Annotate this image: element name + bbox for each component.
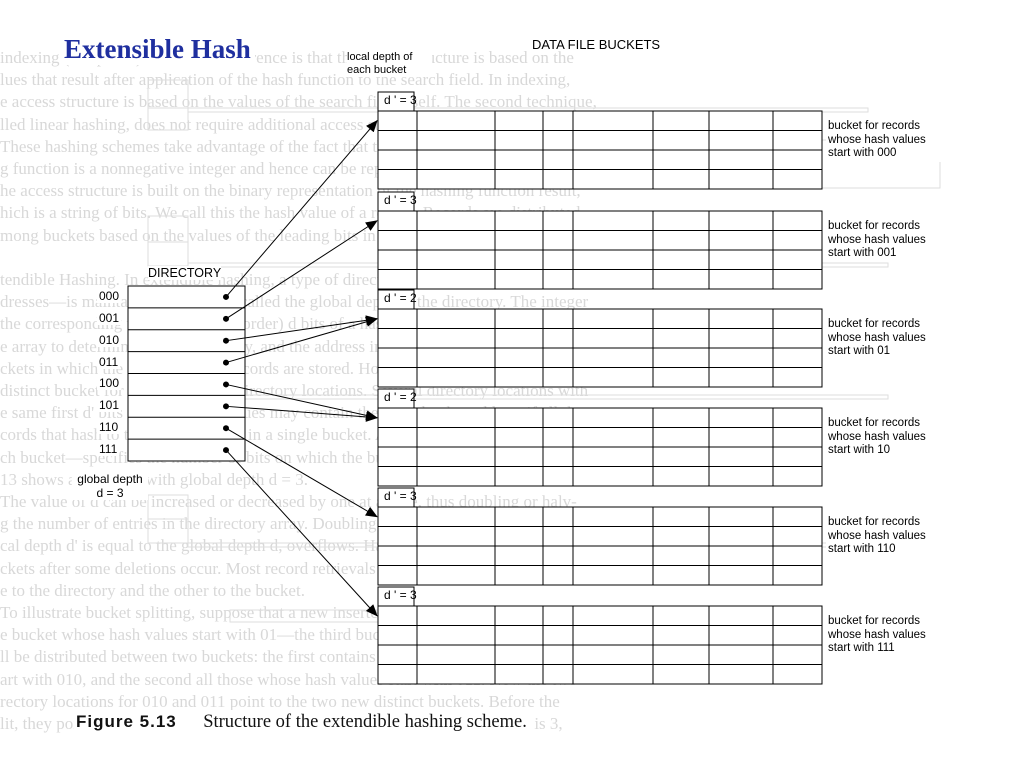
bucket-description-line: whose hash values xyxy=(828,133,926,146)
background-faint-box xyxy=(147,241,189,267)
figure-caption: Figure 5.13 Structure of the extendible … xyxy=(74,710,533,735)
directory-array xyxy=(127,285,246,462)
figure-caption-text: Structure of the extendible hashing sche… xyxy=(203,712,527,732)
background-faint-box xyxy=(147,107,189,131)
directory-pointer-arrow xyxy=(225,383,378,421)
directory-entry-100: 100 xyxy=(97,376,122,391)
bucket-1-local-depth: d ' = 3 xyxy=(384,93,417,107)
background-faint-box xyxy=(147,215,189,243)
bucket-5 xyxy=(377,487,823,586)
background-faint-box xyxy=(147,79,189,109)
bucket-3 xyxy=(377,289,823,388)
bucket-4 xyxy=(377,388,823,487)
directory-pointer-arrow xyxy=(225,315,378,342)
bucket-2-local-depth: d ' = 3 xyxy=(384,193,417,207)
directory-pointer-arrow xyxy=(225,449,378,617)
directory-entry-111: 111 xyxy=(97,442,120,457)
background-text-line: e to the directory and the other to the … xyxy=(0,580,305,600)
bucket-description-line: bucket for records xyxy=(828,220,921,232)
directory-pointer-arrow xyxy=(225,119,378,298)
global-depth-line-2: d = 3 xyxy=(96,486,124,500)
background-text-line: e access structure is based on the value… xyxy=(0,92,597,112)
directory-pointers xyxy=(223,119,378,617)
bucket-description-line: start with 110 xyxy=(828,543,896,555)
background-faint-box xyxy=(147,518,189,544)
bucket-description-line: bucket for records xyxy=(828,615,921,627)
bucket-description-line: bucket for records xyxy=(828,516,921,528)
bucket-5-local-depth: d ' = 3 xyxy=(384,489,417,503)
bucket-description-line: whose hash values xyxy=(828,331,926,344)
directory-entry-110: 110 xyxy=(97,420,121,435)
directory-title: DIRECTORY xyxy=(148,266,222,280)
bucket-6-local-depth: d ' = 3 xyxy=(384,588,417,602)
slide-title: Extensible Hash xyxy=(62,34,255,65)
data-file-buckets xyxy=(377,91,823,685)
bucket-description-line: whose hash values xyxy=(828,430,926,443)
bucket-description-line: start with 01 xyxy=(828,345,890,357)
bucket-description-line: whose hash values xyxy=(828,628,926,641)
background-text-line: lled linear hashing, does not require ad… xyxy=(0,114,439,134)
directory-pointer-arrow xyxy=(225,220,378,320)
bucket-description-line: start with 000 xyxy=(828,147,897,159)
directory-pointer-arrow xyxy=(225,427,378,518)
local-depth-label: local depth of each bucket xyxy=(347,51,432,77)
bucket-description-line: start with 001 xyxy=(828,247,897,259)
bucket-description-line: bucket for records xyxy=(828,120,921,132)
directory-entry-001: 001 xyxy=(97,310,122,325)
bucket-description-line: bucket for records xyxy=(828,318,921,330)
bucket-description-line: whose hash values xyxy=(828,529,926,542)
bucket-description-line: whose hash values xyxy=(828,233,926,246)
directory-pointer-arrow xyxy=(225,405,378,422)
bucket-1 xyxy=(377,91,823,190)
bucket-description-line: start with 111 xyxy=(828,642,895,654)
bucket-2 xyxy=(377,191,823,290)
bucket-description-line: start with 10 xyxy=(828,444,890,456)
global-depth-line-1: global depth xyxy=(77,472,143,486)
bucket-description-line: bucket for records xyxy=(828,417,921,429)
directory-entry-010: 010 xyxy=(97,332,122,347)
background-faint-box xyxy=(187,394,889,400)
global-depth-label: global depth d = 3 xyxy=(72,472,148,500)
directory-entry-000: 000 xyxy=(97,288,122,303)
background-faint-box xyxy=(147,494,189,520)
figure-number: Figure 5.13 xyxy=(76,712,177,731)
background-text-line: rectory locations for 010 and 011 point … xyxy=(0,691,560,711)
directory-entry-011: 011 xyxy=(97,354,121,369)
bucket-6 xyxy=(377,586,823,685)
bucket-3-local-depth: d ' = 2 xyxy=(384,291,417,305)
directory-entry-101: 101 xyxy=(97,398,122,413)
data-file-buckets-title: DATA FILE BUCKETS xyxy=(532,37,661,52)
directory-pointer-arrow xyxy=(225,317,378,364)
bucket-4-local-depth: d ' = 2 xyxy=(384,390,417,404)
